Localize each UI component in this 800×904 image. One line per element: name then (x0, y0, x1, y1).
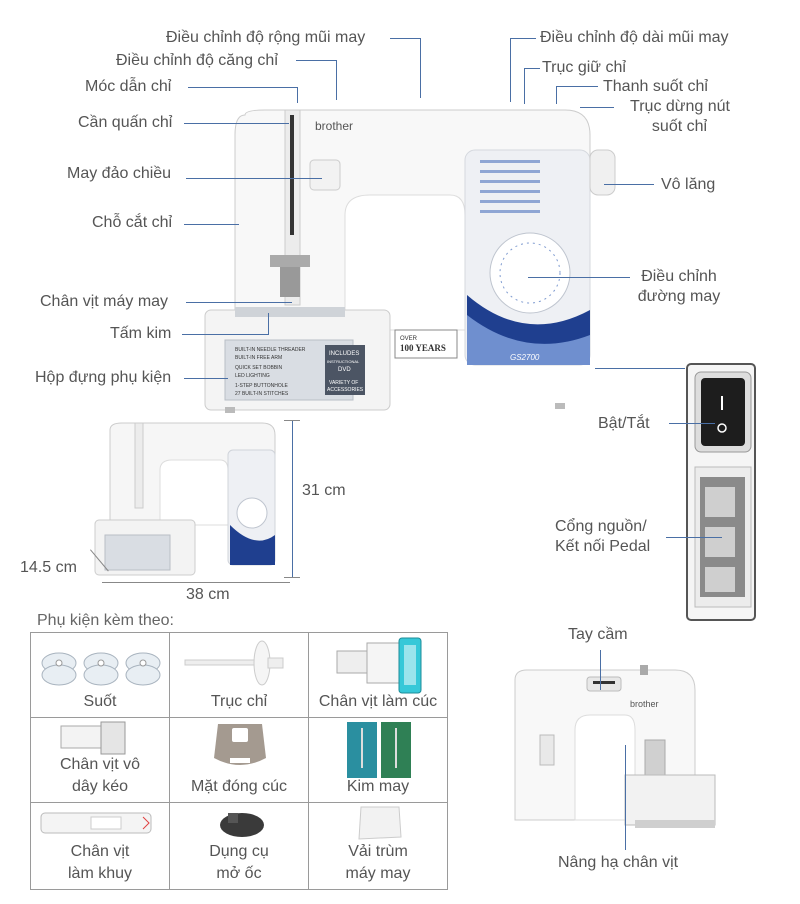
label-presser-foot: Chân vịt máy may (40, 293, 169, 310)
accessory-needles: Kim may (308, 717, 448, 803)
dimension-height: 31 cm (302, 482, 346, 499)
accessory-screwdriver: Dụng cụ mở ốc (169, 802, 309, 890)
sewing-machine-main-illustration: brother INCLUDES INSTRUCTIONAL DVD VARIE… (204, 109, 616, 413)
dust-cover-icon (358, 806, 402, 840)
variety-label: VARIETY OF (329, 380, 358, 386)
accessory-buttonhole-foot-label: Chân vịt làm khuy (31, 841, 169, 885)
label-bobbin-stop-line1: Trục dừng nút (630, 98, 730, 115)
accessory-zipper-foot-line1: Chân vịt vô (59, 756, 141, 773)
buttonhole-foot-icon (40, 812, 152, 834)
accessory-zipper-foot: Chân vịt vô dây kéo (30, 717, 170, 803)
accessory-spool-pin-label: Trục chỉ (210, 693, 268, 710)
label-thread-bar: Thanh suốt chỉ (603, 78, 708, 95)
side-brand: brother (630, 699, 659, 709)
feature-3: QUICK SET BOBBIN (235, 365, 283, 371)
includes-label: INCLUDES (329, 351, 359, 357)
accessory-dust-cover: Vải trùm máy may (308, 802, 448, 890)
accessory-buttonhole-foot-line1: Chân vịt (70, 843, 130, 860)
badge-over: OVER (400, 336, 418, 342)
accessory-spool-pin: Trục chỉ (169, 632, 309, 718)
power-switch-closeup (686, 363, 756, 621)
label-length-adjust: Điều chỉnh độ dài mũi may (540, 29, 729, 46)
accessory-buttonhole-foot-line2: làm khuy (67, 865, 133, 882)
label-width-adjust: Điều chỉnh độ rộng mũi may (166, 29, 366, 46)
label-handle: Tay cầm (568, 626, 628, 643)
label-thread-guide: Móc dẫn chỉ (85, 78, 172, 95)
feature-1: BUILT-IN NEEDLE THREADER (235, 347, 306, 353)
label-handwheel: Vô lăng (661, 176, 716, 193)
accessory-screwdriver-label: Dụng cụ mở ốc (170, 841, 308, 885)
accessory-dust-cover-label: Vải trùm máy may (309, 841, 447, 885)
label-power: Bật/Tắt (598, 415, 650, 432)
zipper-foot-icon (60, 721, 126, 755)
accessory-screwdriver-line2: mở ốc (216, 865, 262, 882)
label-stitch-adjust-line1: Điều chỉnh (641, 268, 717, 285)
machine-model: GS2700 (510, 353, 540, 362)
accessories-label: ACCESSORIES (327, 387, 364, 393)
label-stitch-adjust-line2: đường may (637, 288, 721, 305)
bobbins-icon (41, 652, 161, 686)
accessories-title: Phụ kiện kèm theo: (37, 612, 174, 629)
dimension-width: 38 cm (186, 586, 230, 603)
label-bobbin-winder: Cần quấn chỉ (78, 114, 173, 131)
needles-icon (347, 722, 411, 778)
accessory-button-plate: Mặt đóng cúc (169, 717, 309, 803)
label-stitch-adjust: Điều chỉnh đường may (630, 267, 728, 307)
label-spool-pin: Trục giữ chỉ (542, 59, 626, 76)
instructional-label: INSTRUCTIONAL (327, 359, 360, 364)
badge-years: 100 YEARS (400, 343, 446, 353)
accessory-button-plate-label: Mặt đóng cúc (190, 778, 288, 795)
accessory-bobbins: Suốt (30, 632, 170, 718)
spool-pin-icon (184, 640, 284, 686)
button-foot-icon (336, 637, 422, 694)
screwdriver-icon (220, 813, 264, 837)
feature-4: LED LIGHTING (235, 373, 270, 379)
label-reverse: May đảo chiều (67, 165, 172, 182)
label-needle-plate: Tấm kim (110, 325, 172, 342)
label-power-port-line2: Kết nối Pedal (555, 538, 651, 555)
accessory-screwdriver-line1: Dụng cụ (209, 843, 269, 860)
accessories-grid: Suốt Trục chỉ Chân vịt làm cúc Chân vịt … (30, 632, 448, 890)
accessory-button-foot: Chân vịt làm cúc (308, 632, 448, 718)
label-bobbin-stop-line2: suốt chỉ (651, 118, 708, 135)
button-plate-icon (214, 724, 266, 765)
sewing-machine-dimension-illustration (94, 422, 276, 576)
sewing-machine-side-illustration: brother (514, 665, 716, 828)
label-accessory-box: Hộp đựng phụ kiện (35, 369, 172, 386)
label-bobbin-stop: Trục dừng nút suốt chỉ (615, 97, 730, 137)
label-power-port-line1: Cổng nguồn/ (555, 518, 647, 535)
accessory-dust-cover-line1: Vải trùm (348, 843, 408, 860)
accessory-dust-cover-line2: máy may (345, 865, 411, 882)
accessory-button-foot-label: Chân vịt làm cúc (318, 693, 438, 710)
feature-2: BUILT-IN FREE ARM (235, 355, 282, 361)
accessory-needles-label: Kim may (346, 778, 410, 795)
label-tension-adjust: Điều chỉnh độ căng chỉ (116, 52, 278, 69)
accessory-buttonhole-foot: Chân vịt làm khuy (30, 802, 170, 890)
label-foot-lift: Nâng hạ chân vịt (558, 854, 679, 871)
label-power-port: Cổng nguồn/ Kết nối Pedal (555, 517, 650, 557)
dimension-depth: 14.5 cm (20, 559, 77, 576)
feature-6: 27 BUILT-IN STITCHES (235, 391, 289, 397)
dvd-label: DVD (338, 367, 351, 373)
feature-5: 1-STEP BUTTONHOLE (235, 383, 289, 389)
accessory-bobbins-label: Suốt (83, 693, 117, 710)
label-thread-cutter: Chỗ cắt chỉ (92, 214, 173, 231)
accessory-zipper-foot-line2: dây kéo (71, 778, 129, 795)
machine-brand: brother (315, 119, 353, 133)
accessory-zipper-foot-label: Chân vịt vô dây kéo (31, 754, 169, 798)
